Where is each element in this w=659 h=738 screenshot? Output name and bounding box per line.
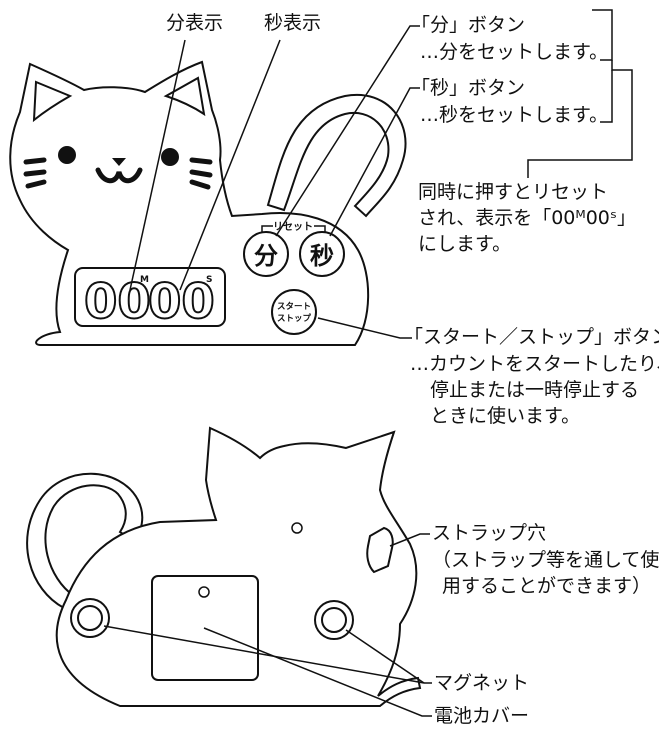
startstop-button[interactable]: スタート ストップ [271,289,317,335]
magnet-left [70,598,110,638]
bracket-second [600,70,613,123]
label-reset-note-2: され、表示を「00ᴹ00ˢ」 [418,207,636,229]
label-second-display: 秒表示 [264,12,322,34]
leader-magnet-left [103,625,425,684]
label-startstop-desc-3: ときに使います。 [430,405,581,427]
back-screw-hole [291,522,303,534]
strap-hole [366,526,394,574]
label-second-button-title: 「秒」ボタン [411,77,526,99]
cat-tail-front [266,93,407,218]
label-minute-button-title: 「分」ボタン [411,14,526,36]
cat-nose [112,158,126,166]
magnet-right [314,600,354,640]
leader-strap-hole [389,533,430,547]
bracket-reset [527,60,633,178]
second-button-label: 秒 [310,242,334,270]
cat-whiskers [23,157,213,190]
minute-button[interactable]: 分 [243,231,289,277]
bracket-buttons [592,9,613,61]
label-startstop-desc-1: …カウントをスタートしたり、 [410,353,659,375]
label-startstop-title: 「スタート／ストップ」ボタン [404,326,659,348]
second-button[interactable]: 秒 [299,231,345,277]
label-reset-note-3: にします。 [418,233,512,255]
label-strap-hole: ストラップ穴 [432,522,547,544]
leader-second-display [179,39,281,291]
cat-right-eye [161,148,179,166]
lcd-unit-minute: M [140,275,149,285]
battery-cover-screw [198,586,210,598]
label-minute-display: 分表示 [166,12,224,34]
label-battery-cover: 電池カバー [434,705,530,727]
label-magnet: マグネット [434,672,530,694]
startstop-label-2: ストップ [277,313,312,324]
leader-battery-cover [203,627,432,717]
leader-lines [103,9,633,717]
lcd-seconds: 00 [148,274,215,330]
minute-button-label: 分 [254,242,278,270]
lcd-unit-second: S [206,275,212,285]
cat-right-inner-ear [163,76,206,117]
cat-left-eye [58,146,76,164]
leader-minute-button [275,25,420,237]
label-strap-note-2: 用することができます） [442,575,652,597]
cat-left-inner-ear [32,80,73,123]
label-reset-note-1: 同時に押すとリセット [418,181,609,203]
lcd-frame [74,267,226,327]
cat-face [23,146,213,190]
startstop-label-1: スタート [277,301,311,312]
label-second-button-desc: …秒をセットします。 [420,104,609,126]
cat-mouth [95,167,143,184]
leader-startstop [317,317,412,339]
leader-magnet-right [345,629,425,684]
lcd-display: 00 M 00 S [74,267,226,331]
label-startstop-desc-2: 停止または一時停止する [430,379,640,401]
label-minute-button-desc: …分をセットします。 [420,41,609,63]
label-strap-note-1: （ストラップ等を通して使 [432,549,659,571]
leader-second-button [329,87,420,237]
leader-minute-display [129,39,186,291]
lcd-minutes: 00 [84,274,151,330]
